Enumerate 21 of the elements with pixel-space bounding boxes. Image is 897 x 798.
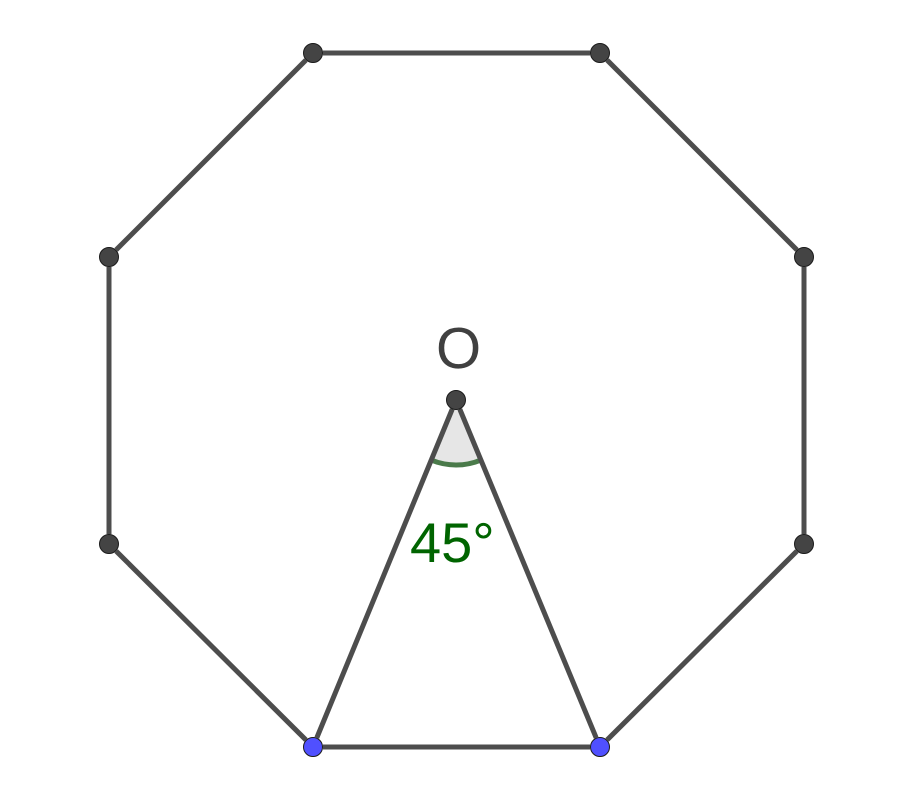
polygon-side: [323, 744, 590, 750]
point: [446, 390, 466, 410]
point: [794, 534, 814, 554]
point-label: O: [436, 320, 482, 378]
point: [99, 247, 119, 267]
polygon-side: [323, 50, 590, 56]
point: [794, 247, 814, 267]
polygon-side: [106, 267, 112, 534]
point: [303, 737, 323, 757]
point: [303, 43, 323, 63]
point: [590, 737, 610, 757]
point: [99, 534, 119, 554]
polygon-side: [605, 58, 799, 252]
angle-label: 45°: [410, 515, 495, 571]
point: [590, 43, 610, 63]
polygon-side: [802, 267, 806, 534]
polygon-side: [114, 58, 308, 252]
polygon-side: [314, 408, 454, 739]
polygon-side: [605, 549, 799, 742]
polygon-side: [458, 408, 598, 739]
polygon-side: [114, 549, 308, 742]
